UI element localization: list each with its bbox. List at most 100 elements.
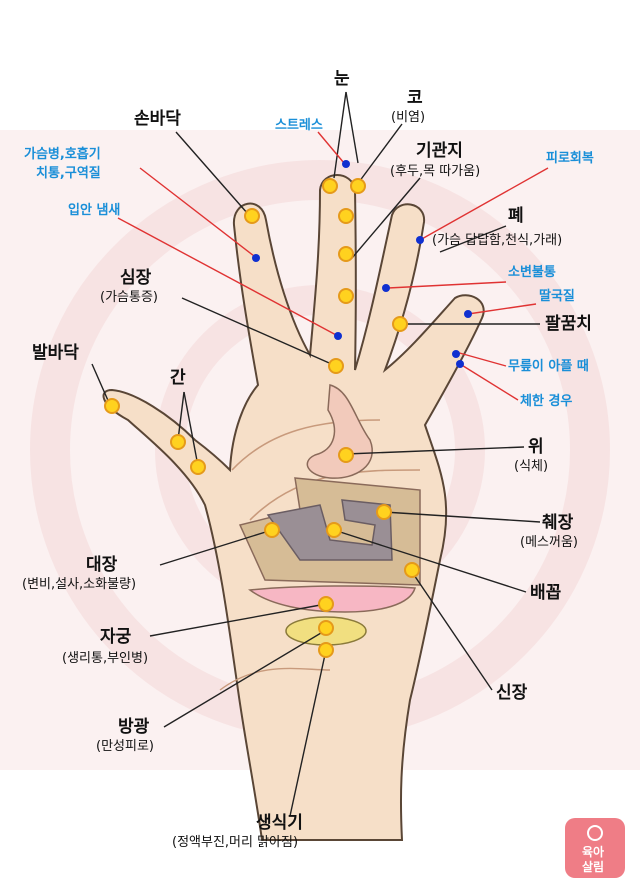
reflex-point-yellow [170,434,186,450]
leader-line [163,629,327,728]
reflex-point-blue [464,310,472,318]
reflex-point-yellow [392,316,408,332]
leader-line [455,351,507,367]
leader-line [177,391,185,441]
leader-line [91,363,111,406]
label-bronchi-sub: (후두,목 따가움) [390,164,480,179]
label-bladder: 방광 [118,717,150,737]
label-genital: 생식기 [256,813,303,833]
label-fatigue: 피로회복 [546,150,594,166]
label-pancreas: 췌장 [542,513,574,533]
label-kidney: 신장 [496,683,528,703]
reflex-point-yellow [338,246,354,262]
acupressure-points [104,160,472,658]
label-uterus: 자궁 [100,627,132,647]
leader-line [139,167,255,257]
reflex-point-yellow [338,208,354,224]
reflex-point-yellow [328,358,344,374]
label-urination: 소변불통 [508,265,556,280]
reflex-point-yellow [190,459,206,475]
leader-line [355,123,403,187]
leader-line [181,297,337,367]
leader-line [175,131,249,215]
label-colon-sub: (변비,설사,소화불량) [22,577,136,592]
label-indigestion: 체한 경우 [520,393,572,409]
leader-line [333,529,527,593]
leader-line [289,649,327,817]
leader-line [411,571,493,691]
reflex-point-yellow [318,596,334,612]
leader-line [467,303,537,315]
label-palm: 손바닥 [134,109,181,129]
reflex-point-yellow [318,642,334,658]
leader-line [345,91,359,164]
label-liver: 간 [170,368,186,388]
label-heart-sub: (가슴통증) [100,290,158,305]
reflex-point-blue [452,350,460,358]
label-colon: 대장 [86,555,118,575]
leader-lines [91,91,549,817]
label-elbow: 팔꿈치 [545,314,592,334]
label-bronchi: 기관지 [416,141,463,161]
reflex-point-blue [334,332,342,340]
labels: 눈 코 (비염) 기관지 (후두,목 따가움) 손바닥 스트레스 가슴병,호흡기… [22,69,594,850]
leader-line [317,131,345,164]
reflex-point-yellow [404,562,420,578]
palm-crease [231,419,381,471]
leader-line [345,446,525,455]
leader-line [383,511,541,523]
reflex-point-yellow [318,620,334,636]
label-lung: 폐 [508,206,524,226]
label-knee: 무릎이 아플 때 [508,358,589,374]
label-lung-sub: (가슴 답답함,천식,가래) [432,233,562,248]
reflex-point-blue [342,160,350,168]
reflex-point-yellow [264,522,280,538]
leader-line [183,391,199,467]
reflex-point-yellow [376,504,392,520]
label-nose-sub: (비염) [391,110,425,125]
label-navel: 배꼽 [530,583,562,603]
reflex-point-yellow [104,398,120,414]
leader-line [333,91,347,179]
label-stomach-sub: (식체) [514,459,548,474]
reflex-point-blue [382,284,390,292]
label-eye: 눈 [334,69,350,89]
hand-outline [102,174,485,841]
label-genital-sub: (정액부진,머리 맑아짐) [172,835,298,850]
stomach-organ [306,384,373,479]
leader-line [419,167,549,241]
label-chest-pain-1: 가슴병,호흡기 [24,146,101,162]
leader-line [439,225,507,253]
label-stomach: 위 [528,437,544,457]
reflex-point-yellow [322,178,338,194]
label-chest-pain-2: 치통,구역질 [36,165,101,181]
palm-crease [219,667,331,691]
leader-line [117,217,339,337]
reflex-point-yellow [350,178,366,194]
label-bladder-sub: (만성피로) [96,739,154,754]
label-stress: 스트레스 [275,118,323,133]
reflex-point-blue [456,360,464,368]
label-heart: 심장 [120,268,152,288]
leader-line [149,603,327,637]
reflex-point-yellow [338,447,354,463]
hand [102,174,485,841]
leader-line [351,177,421,259]
label-hiccup: 딸국질 [539,289,575,304]
leader-line [459,363,519,401]
label-pancreas-sub: (메스꺼움) [520,535,578,550]
reflex-point-yellow [244,208,260,224]
reflex-point-blue [252,254,260,262]
reflex-point-blue [416,236,424,244]
logo-line-2: 살림 [582,860,604,874]
reflex-point-yellow [326,522,342,538]
label-sole: 발바닥 [32,343,79,363]
brand-logo: 육아 살림 [565,818,625,878]
reflex-point-yellow [338,288,354,304]
label-mouth: 입안 냄새 [68,202,120,218]
leader-line [159,529,273,566]
label-uterus-sub: (생리통,부인병) [62,651,148,666]
label-nose: 코 [407,88,423,108]
